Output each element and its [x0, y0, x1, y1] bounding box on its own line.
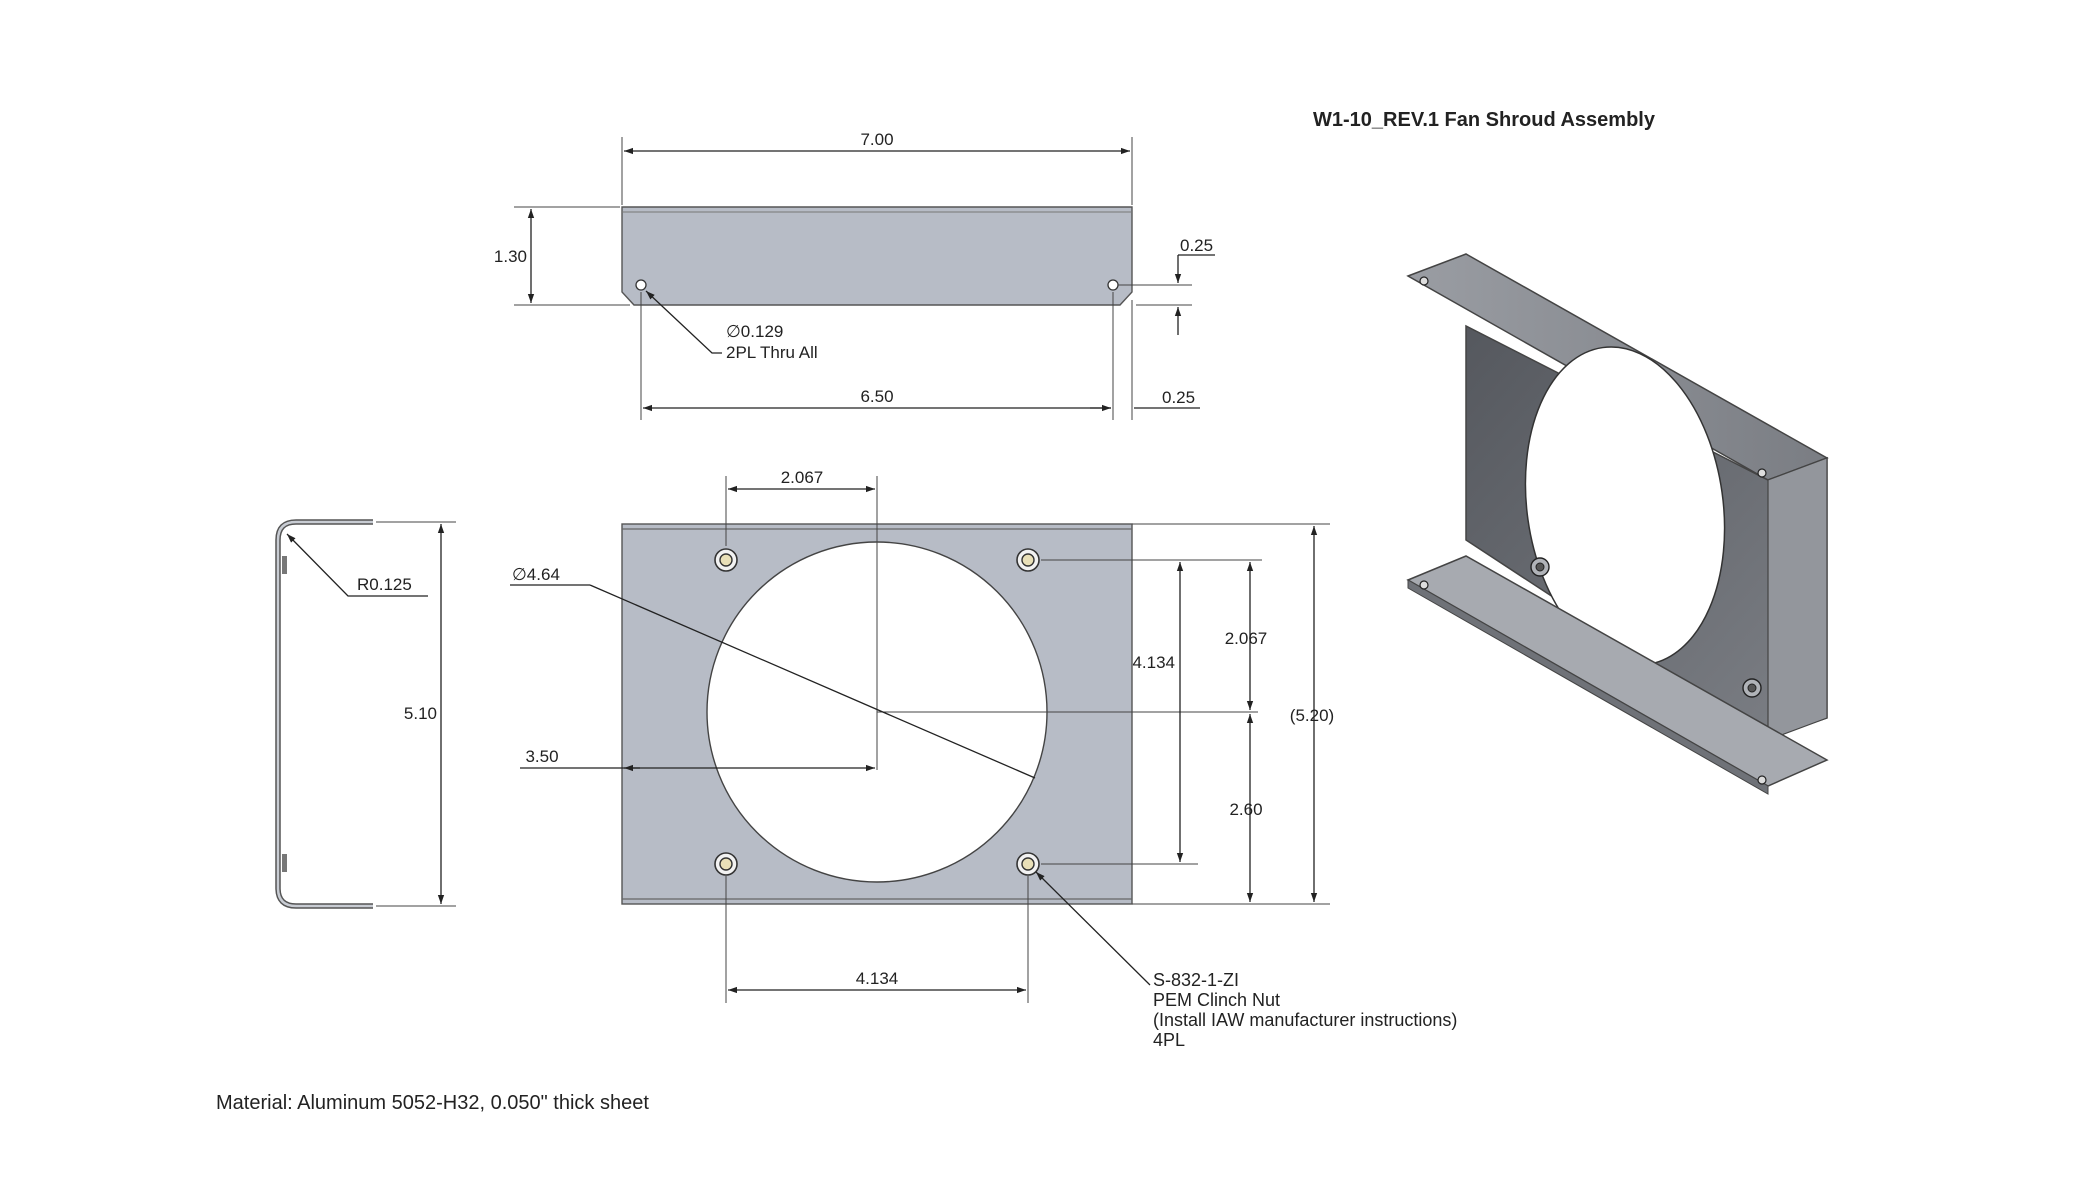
callout-quantity: 4PL	[1153, 1030, 1185, 1050]
iso-flange-hole	[1757, 775, 1767, 785]
dim-right-upper-label: 2.067	[1225, 629, 1268, 648]
hole-note-count: 2PL Thru All	[726, 343, 818, 362]
material-note: Material: Aluminum 5052-H32, 0.050" thic…	[216, 1092, 649, 1114]
dim-lower-label: 2.60	[1229, 800, 1262, 819]
iso-flange-hole	[1419, 276, 1429, 286]
dim-hole-horizontal-offset: 0.25	[1162, 388, 1195, 407]
pem-nut-top-right	[1016, 548, 1040, 572]
dim-top-height-label: 1.30	[494, 247, 527, 266]
iso-flange-hole	[1757, 468, 1767, 478]
dim-bolt-vertical-label: 4.134	[1132, 653, 1175, 672]
front-view: 2.067 ∅4.64 3.50 4.134 4.134 2.067 2.60 …	[510, 468, 1457, 1050]
iso-bend-edge	[1767, 457, 1828, 741]
dim-top-hole-center-label: 2.067	[781, 468, 824, 487]
side-nut-top	[282, 556, 287, 574]
dim-overall-height-ref: (5.20)	[1290, 706, 1334, 725]
isometric-view	[1406, 253, 1829, 795]
dim-side-height-label: 5.10	[404, 704, 437, 723]
dim-center-horizontal-label: 3.50	[525, 747, 558, 766]
pem-nut-top-left	[714, 548, 738, 572]
pem-nut-bottom-left	[714, 852, 738, 876]
dim-bolt-horizontal-label: 4.134	[856, 969, 899, 988]
iso-flange-hole	[1419, 580, 1429, 590]
dim-hole-vertical-offset: 0.25	[1180, 236, 1213, 255]
top-view-hole-left	[635, 279, 647, 291]
dim-width-label: 7.00	[860, 130, 893, 149]
top-view: 7.00 1.30 ∅0.129 2PL Thru All 0.25 6.50 …	[494, 130, 1215, 420]
pem-nut-bottom-right	[1016, 852, 1040, 876]
dim-hole-spacing-label: 6.50	[860, 387, 893, 406]
callout-part-name: PEM Clinch Nut	[1153, 990, 1280, 1010]
dim-fan-hole-diameter: ∅4.64	[512, 565, 560, 584]
dim-bend-radius: R0.125	[357, 575, 412, 594]
callout-install-note: (Install IAW manufacturer instructions)	[1153, 1010, 1457, 1030]
drawing-title: W1-10_REV.1 Fan Shroud Assembly	[1313, 109, 1656, 131]
iso-pem-nut	[1530, 557, 1550, 577]
side-nut-bottom	[282, 854, 287, 872]
top-view-plate	[621, 206, 1133, 306]
callout-part-number: S-832-1-ZI	[1153, 970, 1239, 990]
iso-pem-nut	[1742, 678, 1762, 698]
side-profile-view: R0.125 5.10	[275, 519, 456, 909]
top-view-hole-right	[1107, 279, 1119, 291]
hole-note-diameter: ∅0.129	[726, 322, 783, 341]
